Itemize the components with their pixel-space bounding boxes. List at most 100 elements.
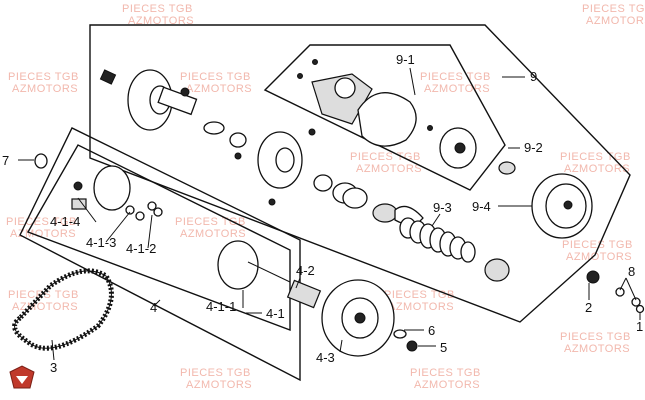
watermark-text: PIECES TGB xyxy=(8,71,79,83)
roller-4-1-3 xyxy=(135,211,145,221)
leader-lines xyxy=(18,67,641,361)
callout-9-1: 9-1 xyxy=(396,52,415,67)
washer-7 xyxy=(34,153,48,169)
pulley-shaft xyxy=(157,86,198,116)
callout-9: 9 xyxy=(530,69,537,84)
callout-4-1-4: 4-1-4 xyxy=(50,214,80,229)
washer-6 xyxy=(393,329,407,339)
watermark-text: AZMOTORS xyxy=(12,83,78,95)
callout-4: 4 xyxy=(150,300,157,315)
callout-2: 2 xyxy=(585,300,592,315)
nut-4-1-4 xyxy=(73,181,83,191)
watermark-text: AZMOTORS xyxy=(586,15,645,27)
group-9-parts xyxy=(99,69,593,282)
callout-4-1-3: 4-1-3 xyxy=(86,235,116,250)
slider-4-1-4 xyxy=(71,198,87,210)
watermark-text: PIECES TGB xyxy=(384,289,455,301)
watermark-text: AZMOTORS xyxy=(388,301,454,313)
watermark-text: PIECES TGB xyxy=(350,151,421,163)
callout-9-4: 9-4 xyxy=(472,199,491,214)
fan-4-3-center xyxy=(354,312,366,324)
washer-9-2 xyxy=(498,161,516,175)
watermark-text: AZMOTORS xyxy=(10,228,76,240)
watermark-text: AZMOTORS xyxy=(414,379,480,391)
pin-part xyxy=(268,198,276,206)
roller-4-1-2 xyxy=(147,201,157,211)
callout-3: 3 xyxy=(50,360,57,375)
watermark-text: PIECES TGB xyxy=(175,216,246,228)
callout-4-3: 4-3 xyxy=(316,350,335,365)
callout-9-2: 9-2 xyxy=(524,140,543,155)
pin-part xyxy=(308,128,316,136)
watermark-text: AZMOTORS xyxy=(186,83,252,95)
nut-part xyxy=(180,87,190,97)
clutch-shoes xyxy=(357,92,417,147)
watermark-text: AZMOTORS xyxy=(564,343,630,355)
spring-cup xyxy=(484,258,510,282)
group-4-parts xyxy=(34,153,418,357)
nut-2 xyxy=(586,270,600,284)
watermark-text: PIECES TGB xyxy=(582,3,645,15)
watermark-group: PIECES TGB AZMOTORS PIECES TGB AZMOTORS … xyxy=(6,3,645,391)
nut-5 xyxy=(406,340,418,352)
watermark-text: PIECES TGB xyxy=(6,216,77,228)
callout-4-1-2: 4-1-2 xyxy=(126,241,156,256)
watermark-text: AZMOTORS xyxy=(180,228,246,240)
bolt-1 xyxy=(635,304,645,314)
driven-pulley-hub xyxy=(275,147,295,173)
screw-part xyxy=(427,125,433,131)
pin-part xyxy=(234,152,242,160)
watermark-text: PIECES TGB xyxy=(560,331,631,343)
ramp-plate xyxy=(93,165,131,211)
watermark-text: AZMOTORS xyxy=(128,15,194,27)
watermark-text: PIECES TGB xyxy=(180,367,251,379)
clutch-assembly-9-1 xyxy=(297,59,477,169)
clutch-hub-center xyxy=(454,142,466,154)
callout-labels: 9 9-1 9-2 9-3 9-4 7 4-1-4 4-1-3 4-1-2 4-… xyxy=(2,52,643,375)
callout-4-2: 4-2 xyxy=(296,263,315,278)
screw-part xyxy=(297,73,303,79)
watermark-text: PIECES TGB xyxy=(122,3,193,15)
callout-1: 1 xyxy=(636,319,643,334)
bearing-ring xyxy=(203,121,225,135)
callout-7: 7 xyxy=(2,153,9,168)
group-9-frame xyxy=(89,24,631,323)
roller-4-1-3 xyxy=(125,205,135,215)
bearing-part xyxy=(99,69,117,85)
callout-4-1: 4-1 xyxy=(266,306,285,321)
drive-belt-outline xyxy=(14,270,112,349)
washer-8 xyxy=(631,297,641,307)
oring-part xyxy=(229,132,247,148)
oring-part xyxy=(313,174,333,192)
watermark-text: AZMOTORS xyxy=(356,163,422,175)
washer-8 xyxy=(615,287,625,297)
watermark-text: AZMOTORS xyxy=(566,251,632,263)
callout-9-3: 9-3 xyxy=(433,200,452,215)
callout-4-1-1: 4-1-1 xyxy=(206,299,236,314)
watermark-text: PIECES TGB xyxy=(8,289,79,301)
movable-drive-face-4-1-1 xyxy=(217,240,259,290)
watermark-text: AZMOTORS xyxy=(12,301,78,313)
watermark-text: PIECES TGB xyxy=(180,71,251,83)
watermark-text: AZMOTORS xyxy=(564,163,630,175)
roller-4-1-2 xyxy=(153,207,163,217)
seal-ring xyxy=(342,187,368,209)
callout-6: 6 xyxy=(428,323,435,338)
bushing-4-2 xyxy=(286,279,322,309)
screw-part xyxy=(312,59,318,65)
watermark-text: PIECES TGB xyxy=(420,71,491,83)
shaft-line xyxy=(247,261,291,283)
group-4-frame xyxy=(19,127,301,382)
callout-8: 8 xyxy=(628,264,635,279)
group-9-1-frame xyxy=(263,44,506,191)
watermark-text: PIECES TGB xyxy=(562,239,633,251)
spring-9-3 xyxy=(399,217,476,263)
watermark-text: PIECES TGB xyxy=(410,367,481,379)
spring-seat xyxy=(372,203,398,223)
watermark-text: AZMOTORS xyxy=(424,83,490,95)
watermark-text: AZMOTORS xyxy=(186,379,252,391)
watermark-text: PIECES TGB xyxy=(560,151,631,163)
clutch-plate-hole xyxy=(334,77,356,99)
group-4-1-frame xyxy=(26,144,291,332)
